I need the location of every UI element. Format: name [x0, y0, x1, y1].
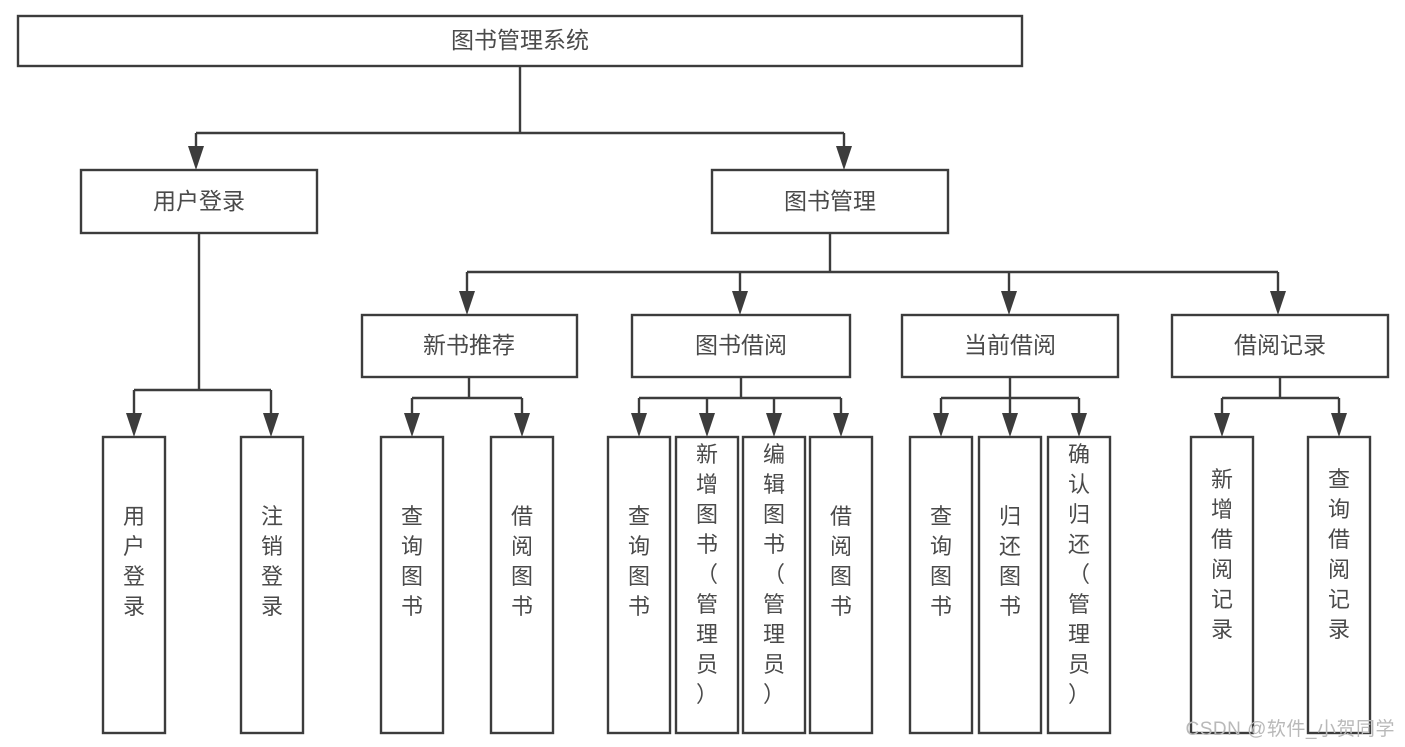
node-user-login[interactable]: 用户登录: [79, 168, 319, 235]
node-borrow-record[interactable]: 借阅记录: [1170, 313, 1390, 379]
connector-root-to-level2: [188, 66, 852, 170]
node-borrow-record-label: 借阅记录: [1234, 332, 1326, 358]
leaf-current-borrow-return-label: 归还图书: [999, 504, 1021, 619]
connector-book-borrow-to-leaves: [631, 377, 849, 437]
node-root-system-label: 图书管理系统: [451, 27, 589, 53]
leaf-book-borrow-edit[interactable]: 编辑图书（管理员）: [741, 435, 807, 735]
node-root-system[interactable]: 图书管理系统: [16, 14, 1024, 68]
leaf-book-borrow-edit-label: 编辑图书（管理员）: [763, 442, 785, 707]
leaf-user-login-logout[interactable]: 注销登录: [239, 435, 305, 735]
leaf-book-borrow-add[interactable]: 新增图书（管理员）: [674, 435, 740, 735]
connector-user-login-to-leaves: [126, 233, 279, 437]
leaf-current-borrow-confirm-label: 确认归还（管理员）: [1068, 442, 1090, 707]
node-book-borrow-label: 图书借阅: [695, 332, 787, 358]
node-current-borrow-label: 当前借阅: [964, 332, 1056, 358]
node-book-management[interactable]: 图书管理: [710, 168, 950, 235]
leaf-borrow-record-query[interactable]: 查询借阅记录: [1306, 435, 1372, 735]
leaf-current-borrow-query-label: 查询图书: [930, 504, 952, 619]
leaf-new-book-query[interactable]: 查询图书: [379, 435, 445, 735]
leaf-current-borrow-return[interactable]: 归还图书: [977, 435, 1043, 735]
connector-borrow-record-to-leaves: [1214, 377, 1347, 437]
connector-current-borrow-to-leaves: [933, 377, 1087, 437]
leaf-borrow-record-query-label: 查询借阅记录: [1328, 467, 1350, 642]
node-user-login-label: 用户登录: [153, 188, 245, 214]
leaf-user-login-login-label: 用户登录: [123, 504, 145, 619]
leaf-current-borrow-query[interactable]: 查询图书: [908, 435, 974, 735]
leaf-user-login-login[interactable]: 用户登录: [101, 435, 167, 735]
leaf-borrow-record-add-label: 新增借阅记录: [1211, 467, 1233, 642]
leaf-book-borrow-borrow[interactable]: 借阅图书: [808, 435, 874, 735]
leaf-borrow-record-add[interactable]: 新增借阅记录: [1189, 435, 1255, 735]
node-book-borrow[interactable]: 图书借阅: [630, 313, 852, 379]
node-new-book-recommend[interactable]: 新书推荐: [360, 313, 579, 379]
node-book-management-label: 图书管理: [784, 188, 876, 214]
leaf-book-borrow-add-label: 新增图书（管理员）: [696, 442, 718, 707]
leaf-new-book-query-label: 查询图书: [401, 504, 423, 619]
leaf-book-borrow-query[interactable]: 查询图书: [606, 435, 672, 735]
leaf-book-borrow-query-label: 查询图书: [628, 504, 650, 619]
connector-book-mgmt-to-level3: [459, 233, 1286, 315]
node-new-book-recommend-label: 新书推荐: [423, 332, 515, 358]
leaf-new-book-borrow-label: 借阅图书: [511, 504, 533, 619]
node-current-borrow[interactable]: 当前借阅: [900, 313, 1120, 379]
connector-new-book-to-leaves: [404, 377, 530, 437]
leaf-new-book-borrow[interactable]: 借阅图书: [489, 435, 555, 735]
leaf-current-borrow-confirm[interactable]: 确认归还（管理员）: [1046, 435, 1112, 735]
leaf-user-login-logout-label: 注销登录: [261, 504, 283, 619]
leaf-book-borrow-borrow-label: 借阅图书: [830, 504, 852, 619]
